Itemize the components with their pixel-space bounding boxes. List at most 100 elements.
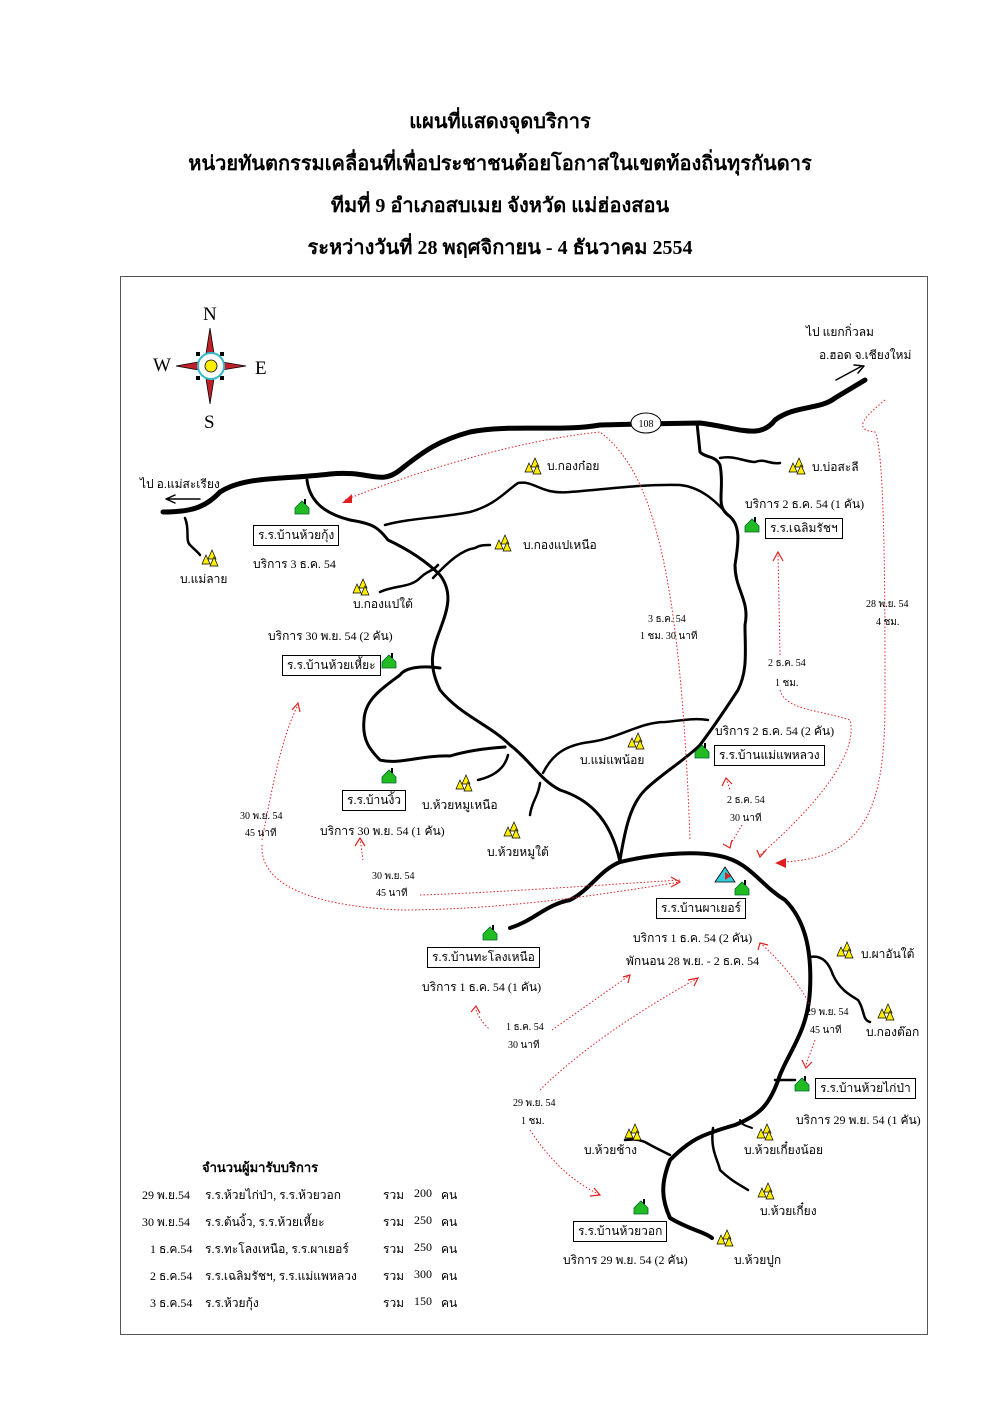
team-location: ทีมที่ 9 อำเภอสบเมย จังหวัด แม่ฮ่องสอน: [330, 195, 670, 217]
road: [431, 543, 492, 580]
village-icon: [877, 1003, 895, 1021]
compass-north: N: [203, 304, 217, 325]
village-icon: [716, 1229, 734, 1247]
service-date: บริการ 1 ธ.ค. 54 (2 คัน): [633, 931, 753, 945]
destination-label: อ.ฮอด จ.เชียงใหม่: [819, 348, 912, 362]
summary-count: 300: [414, 1267, 432, 1281]
road: [362, 665, 507, 763]
school-huai-wok: ร.ร.บ้านห้วยวอก: [573, 1221, 668, 1242]
travel-route: [759, 942, 816, 1066]
summary-total-label: รวม: [383, 1188, 405, 1202]
travel-route: [344, 431, 691, 841]
village-icon: [627, 732, 645, 750]
summary-total-label: รวม: [383, 1242, 405, 1256]
summary-date: 29 พ.ย.54: [142, 1188, 190, 1202]
school-icon: [294, 499, 310, 515]
road: [476, 753, 510, 782]
village-label: บ.ห้วยหมูเหนือ: [422, 798, 498, 812]
village-icon: [201, 549, 219, 567]
trip-date: 28 พ.ย. 54: [866, 599, 909, 610]
summary-total-label: รวม: [383, 1215, 405, 1229]
summary-title: จำนวนผู้มารับบริการ: [202, 1160, 319, 1175]
village-icon: [757, 1182, 775, 1200]
village-icon: [624, 1123, 642, 1141]
summary-unit: คน: [441, 1215, 458, 1229]
school-icon: [633, 1199, 649, 1215]
route-arrowhead: [342, 494, 352, 503]
trip-date: 29 พ.ย. 54: [513, 1098, 556, 1109]
village-icon: [503, 821, 521, 839]
village-icon: [756, 1123, 774, 1141]
road: [808, 955, 872, 1024]
summary-schools: ร.ร.เฉลิมรัชฯ, ร.ร.แม่แพหลวง: [205, 1269, 357, 1283]
school-chaloem-rat: ร.ร.เฉลิมรัชฯ: [765, 518, 843, 539]
village-label: บ.ห้วยเกี๋ยง: [760, 1204, 817, 1218]
arrow-northeast: [835, 364, 865, 381]
service-date: บริการ 1 ธ.ค. 54 (1 คัน): [422, 980, 542, 994]
summary-total-label: รวม: [383, 1269, 405, 1283]
trip-date: 30 พ.ย. 54: [240, 811, 283, 822]
trip-time: 30 นาที: [508, 1040, 540, 1051]
travel-route: [779, 399, 886, 863]
trip-time: 45 นาที: [810, 1025, 842, 1036]
route-number: 108: [639, 419, 654, 430]
summary-unit: คน: [441, 1188, 458, 1202]
summary-unit: คน: [441, 1242, 458, 1256]
trip-time: 45 นาที: [376, 888, 408, 899]
village-icon: [455, 774, 473, 792]
summary-schools: ร.ร.ห้วยกุ้ง: [205, 1296, 259, 1310]
village-label: บ.บ่อสะลี: [812, 460, 859, 474]
school-pha-yoe: ร.ร.บ้านผาเยอร์: [656, 898, 747, 919]
map-title: แผนที่แสดงจุดบริการ: [409, 111, 591, 133]
village-label: บ.ห้วยช้าง: [584, 1143, 638, 1157]
village-label: บ.ห้วยเกี๋ยงน้อย: [744, 1143, 823, 1157]
road: [183, 516, 202, 557]
school-icon: [734, 880, 750, 896]
school-icon: [794, 1076, 810, 1092]
compass-south: S: [204, 412, 215, 433]
trip-date: 2 ธ.ค. 54: [727, 795, 765, 806]
village-icon: [788, 457, 806, 475]
school-icon: [381, 653, 397, 669]
travel-route: [725, 777, 743, 846]
map-frame: [120, 276, 928, 1335]
route-108-marker: 108: [630, 412, 662, 434]
trip-time: 4 ชม.: [876, 617, 900, 628]
travel-route: [529, 977, 699, 1196]
main-road-108: [160, 377, 868, 515]
overnight-note: พักนอน 28 พ.ย. - 2 ธ.ค. 54: [626, 954, 760, 968]
road: [383, 481, 730, 527]
arrow-west: [165, 494, 201, 504]
village-label: บ.กองแปใต้: [353, 597, 413, 611]
trip-date: 30 พ.ย. 54: [372, 871, 415, 882]
travel-route: [261, 704, 681, 911]
trip-time: 45 นาที: [245, 828, 277, 839]
summary-date: 3 ธ.ค.54: [150, 1296, 193, 1310]
school-icon: [744, 517, 760, 533]
service-date: บริการ 2 ธ.ค. 54 (1 คัน): [745, 497, 865, 511]
compass-west: W: [153, 355, 171, 376]
trip-date: 1 ธ.ค. 54: [506, 1022, 544, 1033]
summary-count: 200: [414, 1186, 432, 1200]
trip-time: 1 ชม.: [521, 1116, 545, 1127]
summary-schools: ร.ร.ทะโลงเหนือ, ร.ร.ผาเยอร์: [205, 1242, 349, 1256]
school-icon: [482, 925, 498, 941]
school-huai-kung: ร.ร.บ้านห้วยกุ้ง: [253, 525, 340, 546]
summary-unit: คน: [441, 1269, 458, 1283]
route-arrowhead: [775, 858, 786, 868]
village-label: บ.ห้วยหมูใต้: [487, 845, 549, 859]
trip-date: 2 ธ.ค. 54: [768, 658, 806, 669]
road: [305, 478, 622, 864]
road: [623, 1138, 672, 1157]
service-date: บริการ 30 พ.ย. 54 (2 คัน): [268, 629, 393, 643]
school-icon: [694, 743, 710, 759]
destination-label: ไป แยกกิ่วลม: [806, 325, 874, 339]
summary-unit: คน: [441, 1296, 458, 1310]
trip-time: 1 ชม. 30 นาที: [640, 631, 698, 642]
road: [378, 563, 440, 594]
village-icon: [352, 578, 370, 596]
service-date: บริการ 3 ธ.ค. 54: [253, 557, 336, 571]
village-label: บ.กองแปเหนือ: [523, 538, 597, 552]
road: [739, 1119, 753, 1129]
service-date: บริการ 29 พ.ย. 54 (2 คัน): [563, 1253, 688, 1267]
